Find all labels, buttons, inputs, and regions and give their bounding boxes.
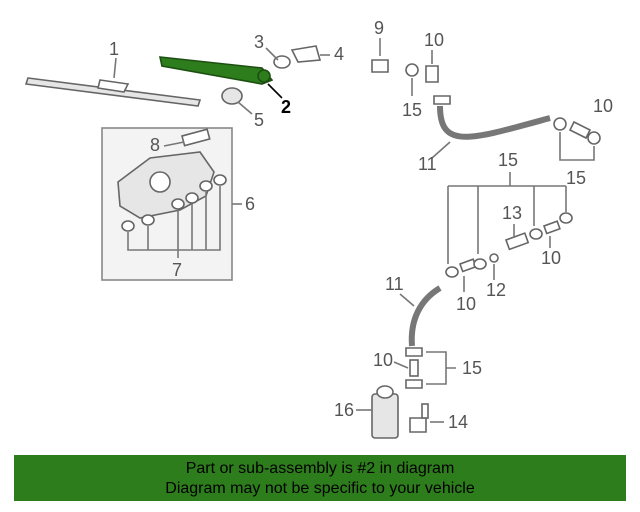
callout-3: 3 <box>254 32 264 52</box>
callout-8: 8 <box>150 135 160 155</box>
callout-2: 2 <box>281 97 291 117</box>
motor-small-parts <box>121 174 227 232</box>
hose-connectors <box>445 212 573 278</box>
info-banner: Part or sub-assembly is #2 in diagram Di… <box>14 455 626 501</box>
wiper-blade <box>24 77 202 107</box>
callout-10a: 10 <box>424 30 444 50</box>
callout-1: 1 <box>109 39 119 59</box>
callout-12: 12 <box>486 280 506 300</box>
callout-15a: 15 <box>402 100 422 120</box>
callout-10e: 10 <box>373 350 393 370</box>
callout-11b: 11 <box>385 274 404 294</box>
banner-line-1: Part or sub-assembly is #2 in diagram <box>185 460 455 477</box>
callout-7: 7 <box>172 260 182 280</box>
callout-15d: 15 <box>462 358 482 378</box>
callout-14: 14 <box>448 412 468 432</box>
callout-5: 5 <box>254 110 264 130</box>
callout-6: 6 <box>245 194 255 214</box>
callout-15b: 15 <box>566 168 586 188</box>
callout-13: 13 <box>502 203 522 223</box>
callout-10c: 10 <box>541 248 561 268</box>
callout-10b: 10 <box>593 96 613 116</box>
callout-16: 16 <box>334 400 354 420</box>
wiper-arm-highlighted[interactable] <box>158 56 274 85</box>
callout-10d: 10 <box>456 294 476 314</box>
parts-diagram: 1 2 3 4 5 6 8 7 9 10 <box>24 18 613 439</box>
washer-pump <box>371 385 399 439</box>
callout-15c: 15 <box>498 150 518 170</box>
callout-11a: 11 <box>418 154 437 174</box>
banner-line-2: Diagram may not be specific to your vehi… <box>165 480 475 497</box>
callout-9: 9 <box>374 18 384 38</box>
callout-4: 4 <box>334 44 344 64</box>
